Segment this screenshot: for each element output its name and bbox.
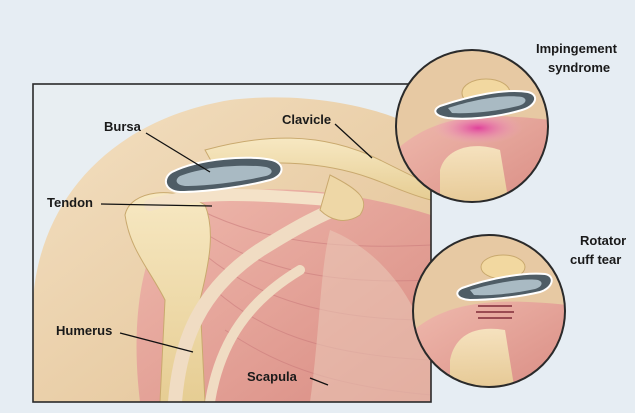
impingement-label-line1: Impingement [536,41,617,57]
humerus-label: Humerus [56,323,112,339]
scapula-label: Scapula [247,369,297,385]
impingement-label-line2: syndrome [548,60,610,76]
tendon-label: Tendon [47,195,93,211]
bursa-label: Bursa [104,119,141,135]
clavicle-label: Clavicle [282,112,331,128]
rotator-cuff-inset [410,233,570,393]
rotator-label-line2: cuff tear [570,252,621,268]
rotator-label-line1: Rotator [580,233,626,249]
